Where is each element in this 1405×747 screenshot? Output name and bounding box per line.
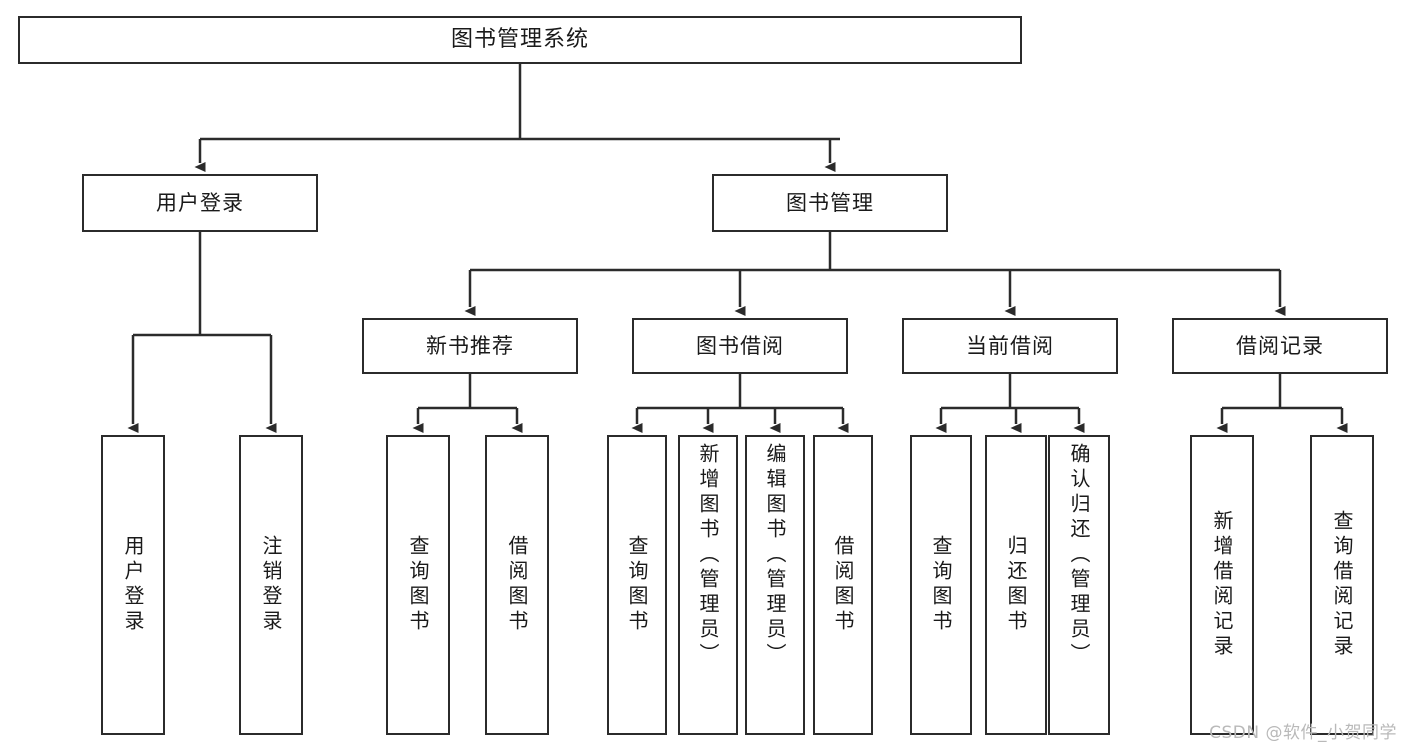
leaf-add-book-admin[interactable]: 新增图书（管理员） [678,435,738,735]
leaf-add-borrow-record[interactable]: 新增借阅记录 [1190,435,1254,735]
node-root[interactable]: 图书管理系统 [18,16,1022,64]
edge-group-book-borrow [631,374,849,433]
leaf-query-borrow-record[interactable]: 查询借阅记录 [1310,435,1374,735]
node-current-borrow[interactable]: 当前借阅 [902,318,1118,374]
node-root-label: 图书管理系统 [450,27,589,53]
leaf-user-login-label: 用户登录 [121,535,145,635]
leaf-borrow-book-recommend[interactable]: 借阅图书 [485,435,549,735]
node-borrow-record-label: 借阅记录 [1236,333,1324,358]
node-borrow-record[interactable]: 借阅记录 [1172,318,1388,374]
leaf-add-borrow-record-label: 新增借阅记录 [1210,510,1234,660]
leaf-query-book-borrow-label: 查询图书 [625,535,649,635]
edge-group-root [194,64,840,172]
node-user-login[interactable]: 用户登录 [82,174,318,232]
node-book-manage[interactable]: 图书管理 [712,174,948,232]
leaf-borrow-book[interactable]: 借阅图书 [813,435,873,735]
leaf-borrow-book-label: 借阅图书 [831,535,855,635]
node-user-login-label: 用户登录 [156,190,244,215]
leaf-add-book-admin-label: 新增图书（管理员） [696,443,720,668]
leaf-user-login[interactable]: 用户登录 [101,435,165,735]
leaf-confirm-return-admin-label: 确认归还（管理员） [1067,443,1091,668]
leaf-confirm-return-admin[interactable]: 确认归还（管理员） [1048,435,1110,735]
csdn-watermark: CSDN @软件_小贺同学 [1209,723,1397,743]
node-book-borrow[interactable]: 图书借阅 [632,318,848,374]
edge-group-user-login [127,232,277,433]
leaf-query-book-current[interactable]: 查询图书 [910,435,972,735]
leaf-return-book-label: 归还图书 [1004,535,1028,635]
leaf-query-book-current-label: 查询图书 [929,535,953,635]
edge-group-book-manage [464,232,1286,316]
leaf-edit-book-admin-label: 编辑图书（管理员） [763,443,787,668]
edge-group-borrow-record [1216,374,1348,433]
leaf-query-book-borrow[interactable]: 查询图书 [607,435,667,735]
edge-group-new-book-rec [412,374,523,433]
node-new-book-recommend[interactable]: 新书推荐 [362,318,578,374]
edge-group-current-borrow [935,374,1085,433]
leaf-logout-label: 注销登录 [259,535,283,635]
leaf-return-book[interactable]: 归还图书 [985,435,1047,735]
node-book-borrow-label: 图书借阅 [696,333,784,358]
leaf-edit-book-admin[interactable]: 编辑图书（管理员） [745,435,805,735]
leaf-logout[interactable]: 注销登录 [239,435,303,735]
leaf-borrow-book-recommend-label: 借阅图书 [505,535,529,635]
node-new-book-recommend-label: 新书推荐 [426,333,514,358]
node-book-manage-label: 图书管理 [786,190,874,215]
leaf-query-borrow-record-label: 查询借阅记录 [1330,510,1354,660]
leaf-query-book-recommend-label: 查询图书 [406,535,430,635]
leaf-query-book-recommend[interactable]: 查询图书 [386,435,450,735]
node-current-borrow-label: 当前借阅 [966,333,1054,358]
